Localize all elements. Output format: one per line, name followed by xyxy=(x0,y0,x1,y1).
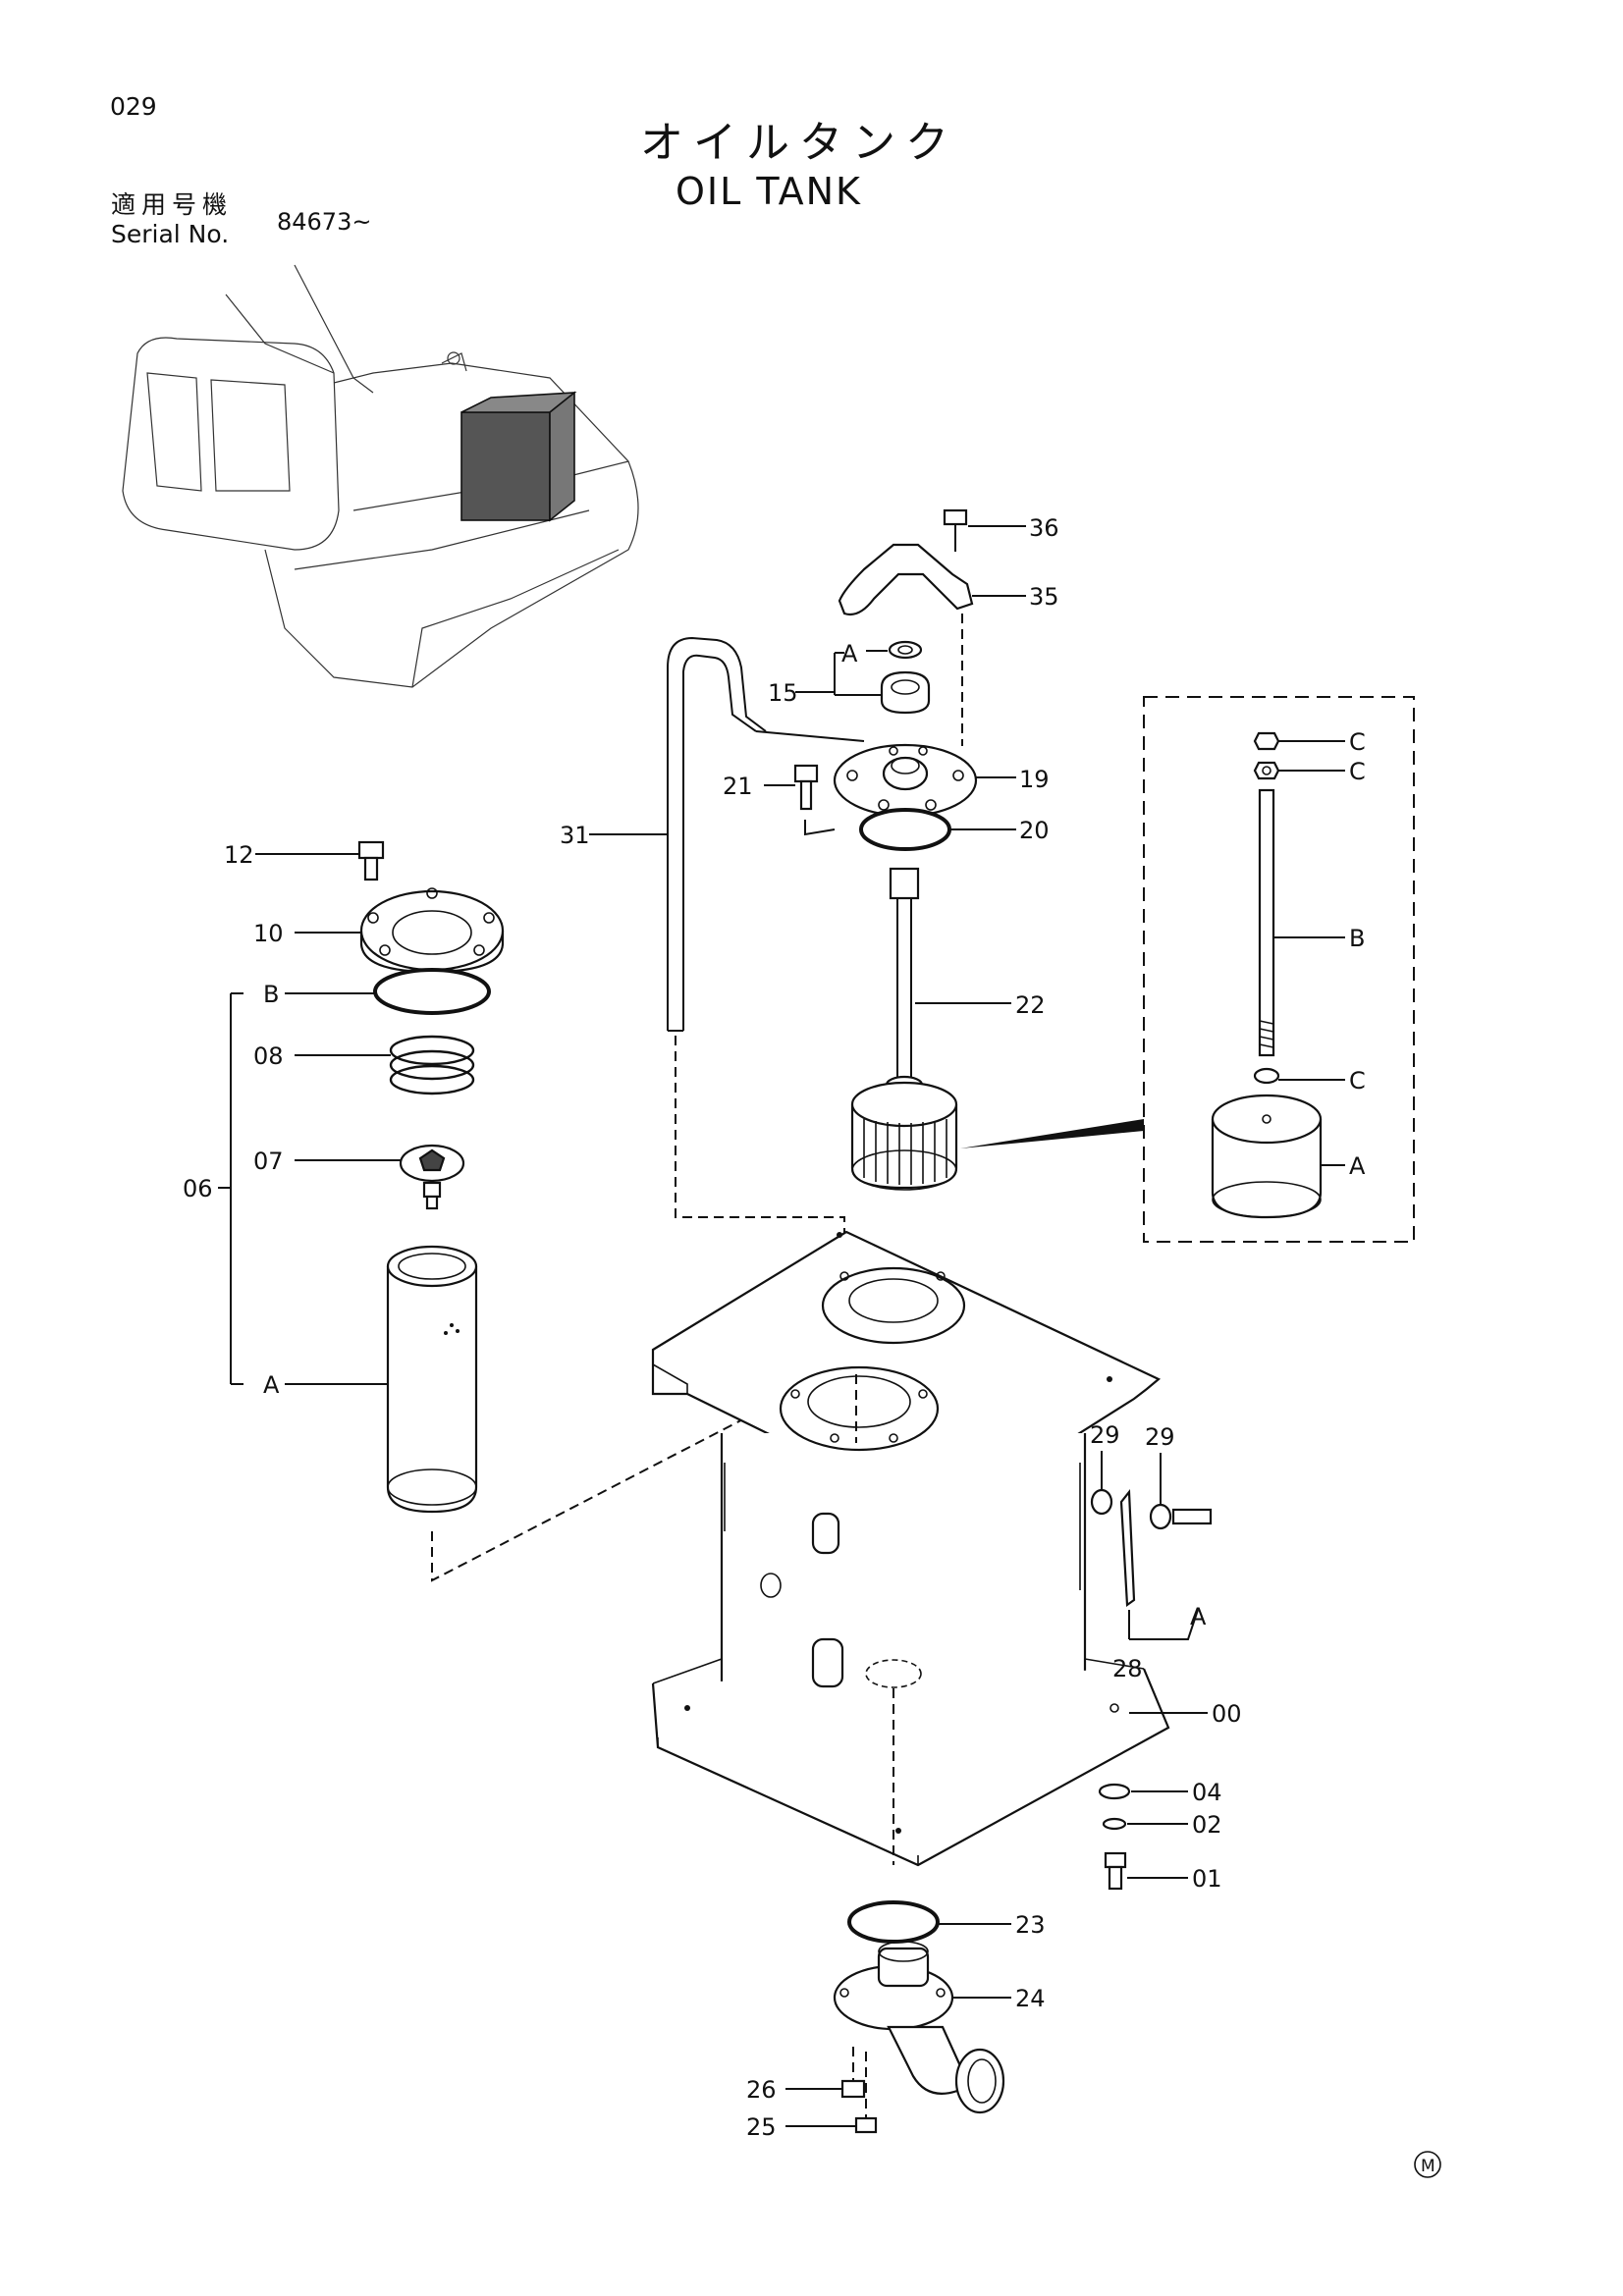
manufacturer-mark: M xyxy=(1414,2151,1441,2178)
callout-c-2: C xyxy=(1349,758,1366,785)
valve-07 xyxy=(295,1144,465,1210)
callout-26: 26 xyxy=(746,2076,777,2104)
callout-08: 08 xyxy=(253,1042,284,1070)
callout-31: 31 xyxy=(560,822,590,849)
callout-22: 22 xyxy=(1015,991,1046,1019)
element-a xyxy=(285,1245,840,1582)
callout-a-left: A xyxy=(263,1371,280,1399)
oil-tank-00 xyxy=(651,1230,1208,1867)
page-title-japanese: オイルタンク xyxy=(640,118,958,168)
fitting-29-left xyxy=(1090,1451,1113,1516)
detail-inset-box xyxy=(1143,696,1415,1243)
callout-07: 07 xyxy=(253,1148,284,1175)
bolt-21 xyxy=(764,764,836,836)
suction-elbow-24 xyxy=(833,1941,1011,2114)
callout-04: 04 xyxy=(1192,1779,1222,1806)
o-ring-b xyxy=(285,968,491,1015)
callout-a-cap: A xyxy=(841,640,858,667)
gasket-20 xyxy=(859,808,1016,851)
callout-b-inset: B xyxy=(1349,925,1365,952)
serial-label: Serial No. xyxy=(111,220,230,248)
serial-label-japanese: 適用号機 xyxy=(111,190,234,219)
callout-24: 24 xyxy=(1015,1985,1046,2012)
bracket-28 xyxy=(1119,1453,1213,1640)
bolt-01 xyxy=(1104,1851,1188,1891)
bolt-25 xyxy=(785,2052,878,2134)
bolt-12 xyxy=(255,840,385,881)
strainer-22 xyxy=(850,867,1144,1191)
bolt-26 xyxy=(785,2047,866,2099)
callout-a-inset: A xyxy=(1349,1152,1366,1180)
serial-number-value: 84673~ xyxy=(277,208,372,236)
callout-25: 25 xyxy=(746,2113,777,2141)
cover-19 xyxy=(833,743,1016,818)
callout-02: 02 xyxy=(1192,1811,1222,1839)
manufacturer-mark-letter: M xyxy=(1421,2157,1435,2176)
callout-b-left: B xyxy=(263,981,279,1008)
callout-06: 06 xyxy=(183,1175,213,1202)
page-title: OIL TANK xyxy=(676,170,862,213)
callout-20: 20 xyxy=(1019,817,1050,844)
washer-04 xyxy=(1098,1783,1188,1800)
callout-a-28: A xyxy=(1190,1603,1207,1630)
callout-12: 12 xyxy=(224,841,254,869)
bracket-35 xyxy=(838,543,1026,746)
bolt-36 xyxy=(943,508,1026,552)
callout-c-1: C xyxy=(1349,728,1366,756)
assembly-06-bracket xyxy=(218,992,243,1385)
callout-28: 28 xyxy=(1112,1655,1143,1682)
callout-29-left: 29 xyxy=(1090,1421,1120,1449)
cap-assembly-15 xyxy=(795,640,931,715)
callout-c-3: C xyxy=(1349,1067,1366,1095)
cover-10 xyxy=(295,887,505,974)
callout-21: 21 xyxy=(723,773,753,800)
callout-19: 19 xyxy=(1019,766,1050,793)
return-pipe-31 xyxy=(589,636,865,1237)
callout-36: 36 xyxy=(1029,514,1059,542)
o-ring-23 xyxy=(847,1900,1011,1944)
page-number: 029 xyxy=(110,92,157,121)
spring-08 xyxy=(295,1035,475,1095)
spring-washer-02 xyxy=(1102,1817,1188,1831)
callout-01: 01 xyxy=(1192,1865,1222,1893)
callout-15: 15 xyxy=(768,679,798,707)
callout-10: 10 xyxy=(253,920,284,947)
excavator-location-sketch xyxy=(122,264,639,688)
callout-00: 00 xyxy=(1212,1700,1242,1728)
callout-29-right: 29 xyxy=(1145,1423,1175,1451)
callout-35: 35 xyxy=(1029,583,1059,611)
callout-23: 23 xyxy=(1015,1911,1046,1939)
